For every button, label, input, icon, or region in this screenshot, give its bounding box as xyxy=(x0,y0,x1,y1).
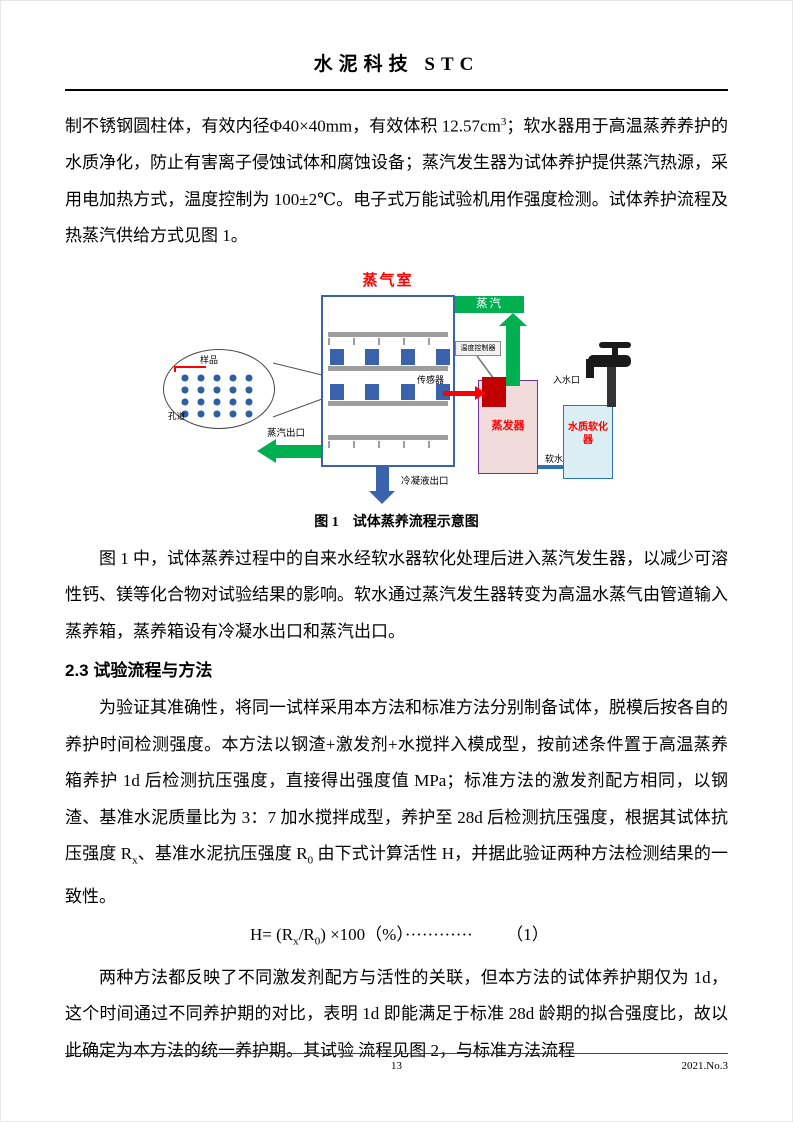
issue-label: 2021.No.3 xyxy=(681,1060,728,1072)
specimen-row xyxy=(330,383,450,400)
steam-outlet-label: 蒸汽出口 xyxy=(267,427,306,439)
specimen-row xyxy=(330,348,450,365)
figure-1: 样品 孔道 蒸气室 xyxy=(65,257,728,531)
chamber-shelf xyxy=(328,400,448,406)
faucet-icon xyxy=(599,341,631,348)
page-footer: 13 2021.No.3 xyxy=(65,1053,728,1072)
sensor-label: 传感器 xyxy=(417,374,445,385)
footer-divider xyxy=(65,1053,728,1054)
sample-magnifier: 样品 孔道 xyxy=(163,348,275,429)
figure-1-caption: 图 1 试体蒸养流程示意图 xyxy=(314,514,479,530)
footer-row: 13 2021.No.3 xyxy=(65,1060,728,1072)
section-heading-2-3: 2.3 试验流程与方法 xyxy=(65,661,213,681)
journal-title: 水泥科技 STC xyxy=(313,54,480,75)
steam-outlet-arrow xyxy=(275,444,321,458)
chamber-shelf xyxy=(328,331,448,337)
subscript-x: x xyxy=(132,854,138,867)
steam-pipe-label: 蒸汽 xyxy=(455,295,524,313)
sensor-arrow xyxy=(443,390,475,396)
paragraph-3-text-a: 为验证其准确性，将同一试样采用本方法和标准方法分别制备试体，脱模后按各自的养护时… xyxy=(65,698,728,864)
water-inlet-label: 入水口 xyxy=(553,374,581,385)
faucet-icon xyxy=(612,347,618,356)
specimen-block xyxy=(435,348,450,365)
water-softener-label: 水质软化器 xyxy=(568,421,608,446)
header-divider xyxy=(65,89,728,91)
chamber-shelf xyxy=(328,434,448,440)
faucet-icon xyxy=(588,354,631,367)
steam-up-arrow xyxy=(499,312,527,326)
soft-water-label: 软水 xyxy=(545,453,564,464)
specimen-dots xyxy=(177,371,257,420)
formula-1: H= (Rx/R0) ×100（%）············ （1） xyxy=(65,916,728,960)
shelf-ticks xyxy=(328,440,448,448)
faucet-icon xyxy=(586,358,594,378)
paragraph-1-text-a: 制不锈钢圆柱体，有效内径Φ40×40mm，有效体积 12.57cm xyxy=(65,116,501,136)
page-number: 13 xyxy=(391,1060,402,1072)
specimen-block xyxy=(365,348,380,365)
chamber-shelf xyxy=(328,365,448,371)
connector-lines xyxy=(272,355,495,418)
formula-number: （1） xyxy=(514,924,549,944)
condensate-arrow xyxy=(376,466,389,491)
paragraph-3-text-c: 由下式计算活性 H，并据此验证两种方法检测结果的一致性。 xyxy=(65,844,728,907)
paragraph-4: 两种方法都反映了不同激发剂配方与活性的关联，但本方法的试体养护期仅为 1d，这个… xyxy=(65,967,728,1060)
paragraph-3: 为验证其准确性，将同一试样采用本方法和标准方法分别制备试体，脱模后按各自的养护时… xyxy=(65,690,728,915)
steam-pipe-vertical xyxy=(506,325,520,386)
sample-pointer-mark xyxy=(174,365,206,372)
paragraph-1-text-b: ；软水器用于高温蒸养养护的水质净化，防止有害离子侵蚀试体和腐蚀设备；蒸汽发生器为… xyxy=(65,116,728,246)
steam-chamber-box xyxy=(321,294,455,467)
channel-label: 孔道 xyxy=(168,410,186,421)
specimen-block xyxy=(330,348,344,365)
condensate-arrow-head xyxy=(369,490,395,504)
temperature-controller: 温度控制器 xyxy=(455,340,501,356)
evaporator-label: 蒸发器 xyxy=(491,419,525,432)
formula-rhs: ) ×100（%）············ xyxy=(320,924,473,944)
page-header: 水泥科技 STC xyxy=(65,49,728,91)
paragraph-3-text-b: 、基准水泥抗压强度 R xyxy=(137,844,308,864)
paragraph-2: 图 1 中，试体蒸养过程中的自来水经软水器软化处理后进入蒸汽发生器，以减少可溶性… xyxy=(65,548,728,641)
faucet-icon xyxy=(607,366,616,407)
specimen-block xyxy=(400,383,415,400)
sensor-arrow-head xyxy=(475,385,486,400)
condensate-outlet-label: 冷凝液出口 xyxy=(401,475,449,487)
specimen-block xyxy=(435,383,450,400)
formula-lhs: H= (R xyxy=(250,924,294,944)
shelf-ticks xyxy=(328,337,448,345)
steam-curing-diagram: 样品 孔道 蒸气室 xyxy=(161,257,681,505)
steam-chamber-title: 蒸气室 xyxy=(362,271,414,289)
subscript-0: 0 xyxy=(307,854,314,867)
superscript-3: 3 xyxy=(500,116,507,128)
steam-outlet-arrow-head xyxy=(257,438,276,463)
specimen-block xyxy=(330,383,344,400)
formula-subscript-0: 0 xyxy=(314,934,321,947)
formula-subscript-x: x xyxy=(293,934,299,947)
specimen-block xyxy=(365,383,380,400)
water-softener-box: 水质软化器 xyxy=(563,404,613,479)
sample-label: 样品 xyxy=(200,354,219,365)
soft-water-pipe xyxy=(538,464,564,469)
specimen-block xyxy=(400,348,415,365)
paragraph-1: 制不锈钢圆柱体，有效内径Φ40×40mm，有效体积 12.57cm3；软水器用于… xyxy=(65,104,728,255)
formula-mid: /R xyxy=(298,924,315,944)
heater-block xyxy=(482,376,506,407)
